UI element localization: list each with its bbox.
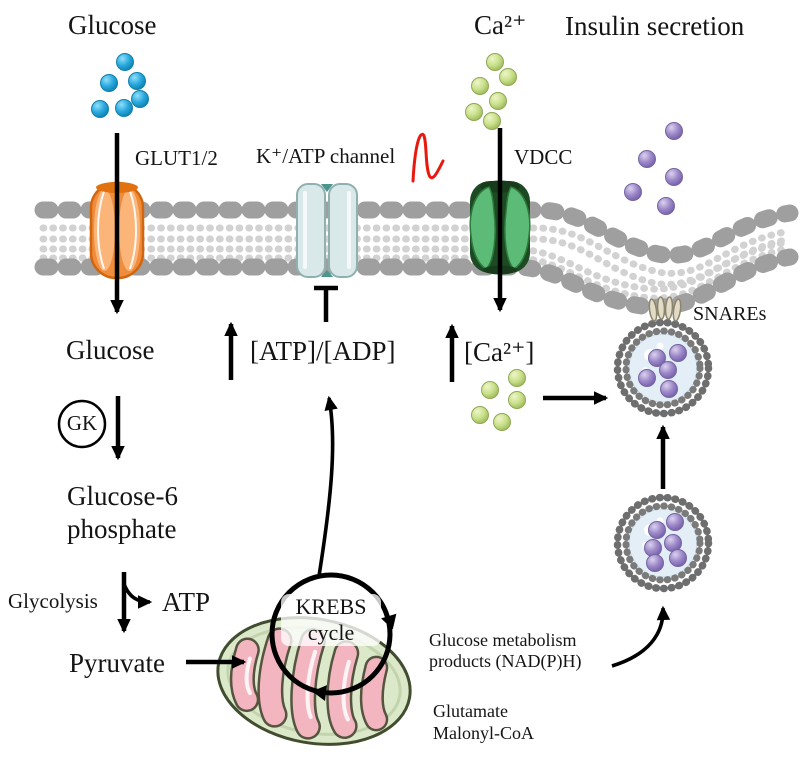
glycolysis-atp-branch-arrow <box>122 583 153 609</box>
glucose-metabolism-products-label: Glucose metabolism products (NAD(P)H) <box>429 630 582 671</box>
insulin-secretion-title: Insulin secretion <box>565 11 745 41</box>
krebs-cycle-label: KREBS cycle <box>281 594 381 646</box>
insulin-vesicle <box>618 498 709 589</box>
gk-enzyme-circle <box>57 399 107 449</box>
glucose-extracellular-label: Glucose <box>68 10 157 40</box>
vdcc-channel-label: VDCC <box>514 145 573 169</box>
glucose-intracellular-label: Glucose <box>66 335 155 365</box>
docked-insulin-vesicle <box>618 323 709 414</box>
glucose6-phosphate-label: Glucose-6 phosphate <box>67 481 178 544</box>
calcium-ions-extracellular <box>465 53 517 130</box>
atp-label: ATP <box>162 587 211 617</box>
snares-label: SNAREs <box>693 303 767 325</box>
katp-channel-icon <box>296 183 358 278</box>
snare-proteins-icon <box>648 296 682 322</box>
action-potential-icon <box>411 132 445 183</box>
plasma-membrane <box>34 201 799 316</box>
glutamate-malonyl-label: Glutamate Malonyl-CoA <box>433 701 534 743</box>
glycolysis-label: Glycolysis <box>8 589 98 613</box>
calcium-ions-intracellular <box>471 369 526 431</box>
krebs-to-atp-arrow <box>317 395 338 577</box>
pyruvate-label: Pyruvate <box>69 648 165 678</box>
gk-enzyme-label: GK <box>66 411 98 435</box>
calcium-ion-label: Ca²⁺ <box>474 10 527 40</box>
mitochondrion-icon <box>216 616 412 746</box>
glut-transporter-label: GLUT1/2 <box>135 146 218 170</box>
atp-adp-ratio-label: [ATP]/[ADP] <box>250 336 396 366</box>
secreted-insulin-molecules <box>624 122 683 215</box>
katp-inhibition-tbar <box>314 285 338 322</box>
nadph-to-vesicle-arrow <box>611 605 671 668</box>
calcium-intracellular-label: [Ca²⁺] <box>464 337 535 367</box>
krebs-cycle-circle <box>269 572 397 702</box>
glucose-molecules <box>91 53 149 118</box>
katp-channel-label: K⁺/ATP channel <box>256 144 396 168</box>
